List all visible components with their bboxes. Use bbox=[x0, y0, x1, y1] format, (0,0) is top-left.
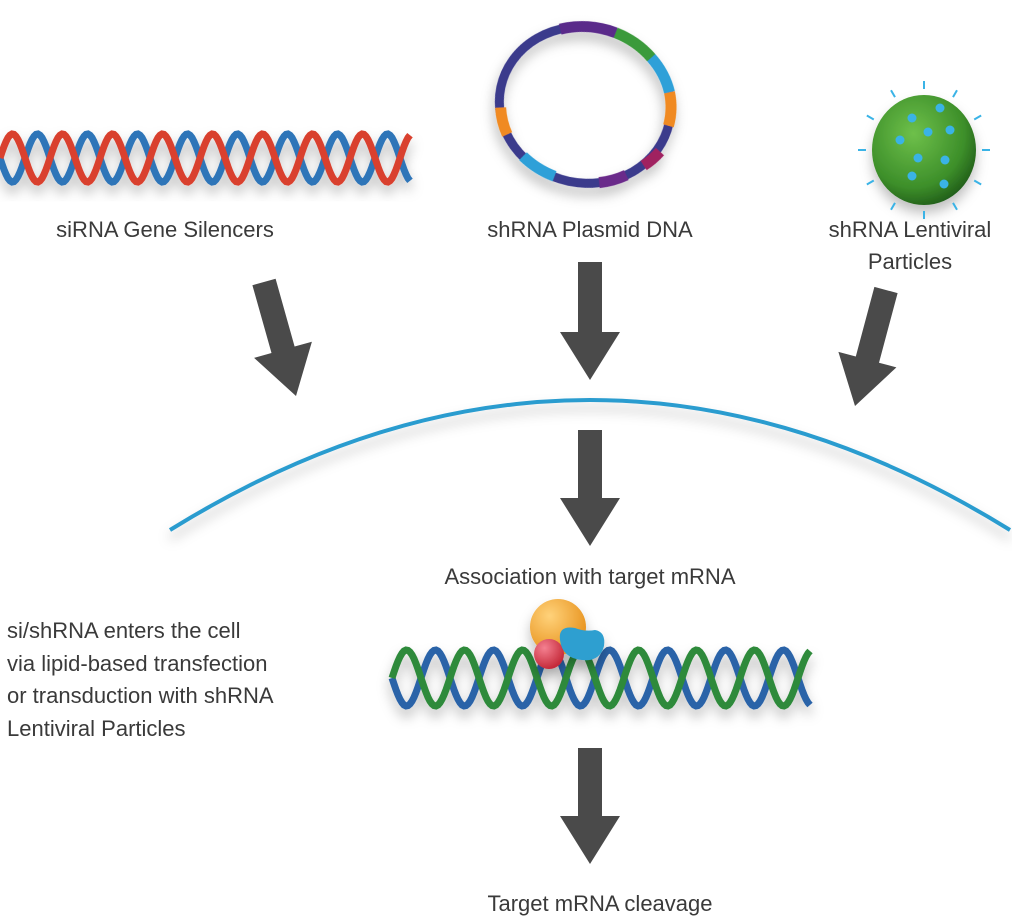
sirna-helix-icon bbox=[0, 130, 413, 186]
entry-note: si/shRNA enters the cell via lipid-based… bbox=[7, 615, 274, 745]
risc-complex-icon bbox=[530, 599, 605, 669]
flow-arrow bbox=[560, 748, 620, 864]
virus-spike bbox=[866, 114, 875, 121]
note-line: Lentiviral Particles bbox=[7, 715, 186, 741]
lentiviral-label-line2: Particles bbox=[867, 249, 953, 274]
flow-arrow bbox=[560, 430, 620, 546]
flow-arrow bbox=[838, 286, 898, 406]
note-line: or transduction with shRNA bbox=[7, 683, 274, 708]
virus-spike bbox=[952, 89, 958, 98]
note-line: via lipid-based transfection bbox=[7, 650, 268, 676]
virus-dot bbox=[945, 125, 955, 135]
plasmid-icon bbox=[494, 21, 677, 189]
virus-dot bbox=[939, 179, 949, 189]
cell-membrane bbox=[168, 398, 1012, 532]
virus-spike bbox=[973, 114, 982, 121]
virus-dot bbox=[923, 127, 933, 137]
virus-spike bbox=[890, 89, 896, 98]
virus-spike bbox=[866, 179, 875, 186]
sirna-strand bbox=[0, 130, 413, 186]
plasmid-label: shRNA Plasmid DNA bbox=[487, 217, 693, 242]
virus-dot bbox=[895, 135, 905, 145]
flow-arrow bbox=[252, 278, 312, 396]
flow-arrow bbox=[560, 262, 620, 380]
sirna-strand bbox=[0, 130, 413, 186]
lentiviral-particle-icon bbox=[858, 81, 990, 219]
note-line: si/shRNA enters the cell bbox=[7, 618, 241, 643]
lentiviral-label-line1: shRNA Lentiviral bbox=[828, 217, 992, 242]
mrna-strand bbox=[388, 646, 813, 710]
virus-dot bbox=[913, 153, 923, 163]
sirna-label: siRNA Gene Silencers bbox=[56, 217, 274, 242]
virus-dot bbox=[940, 155, 950, 165]
virus-dot bbox=[907, 113, 917, 123]
virus-dot bbox=[907, 171, 917, 181]
target-mrna-helix-icon bbox=[388, 646, 813, 710]
virus-spike bbox=[890, 202, 896, 211]
virus-spike bbox=[973, 179, 982, 186]
virus-dot bbox=[935, 103, 945, 113]
association-label: Association with target mRNA bbox=[444, 564, 736, 589]
cleavage-label: Target mRNA cleavage bbox=[487, 891, 713, 916]
virus-spike bbox=[952, 202, 958, 211]
